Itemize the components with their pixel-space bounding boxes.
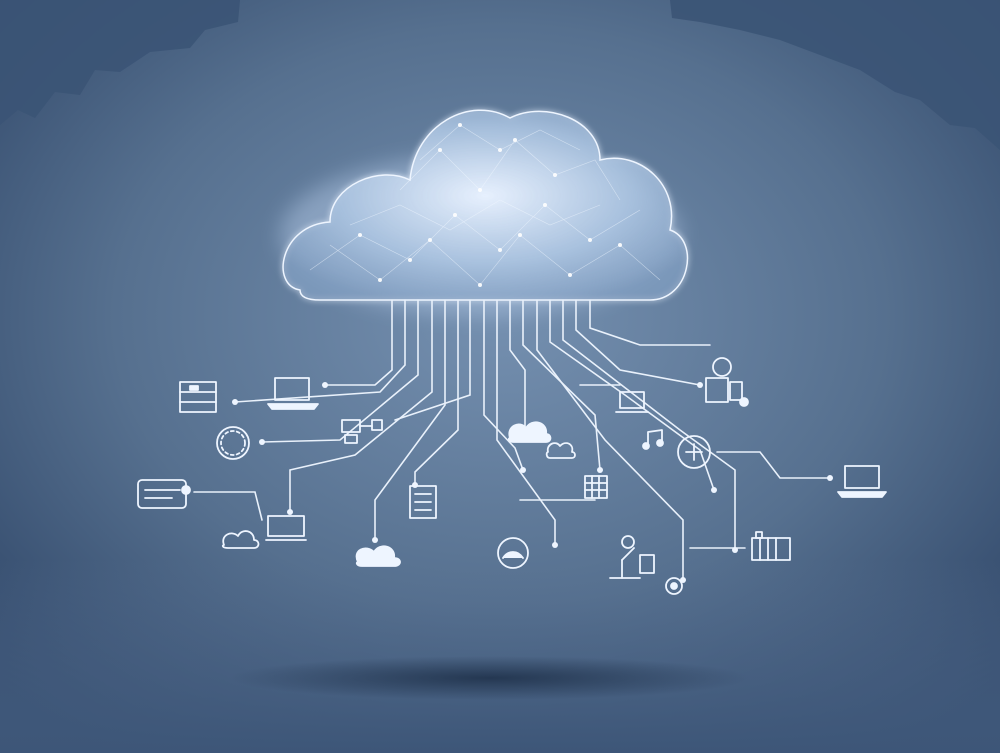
laptop-icon [837, 465, 887, 498]
cloud-icon [221, 530, 260, 549]
cloud-icon [545, 442, 576, 459]
laptop-icon [267, 377, 319, 410]
brush-stroke-left [0, 0, 240, 125]
globe-icon [497, 537, 529, 569]
gear-icon [665, 577, 683, 595]
factory-icon [751, 531, 791, 561]
grid-chip-icon [584, 475, 608, 499]
gear-ring-icon [677, 435, 711, 469]
music-note-icon [642, 429, 664, 450]
connection-lines [193, 299, 831, 581]
desktop-icon [615, 391, 649, 413]
database-card-icon [137, 479, 191, 509]
network-node-icon [705, 357, 749, 407]
cloud [280, 109, 689, 315]
cloud-shadow [230, 656, 750, 700]
cloud-icon [507, 421, 552, 443]
network-node-icon [341, 419, 383, 444]
gear-ring-icon [216, 426, 250, 460]
brush-stroke-right [670, 0, 1000, 150]
server-rack-icon [179, 381, 217, 413]
robot-arm-icon [609, 535, 655, 579]
desktop-icon [265, 515, 307, 541]
building-icon [409, 485, 437, 519]
cloud-icon [355, 545, 401, 567]
